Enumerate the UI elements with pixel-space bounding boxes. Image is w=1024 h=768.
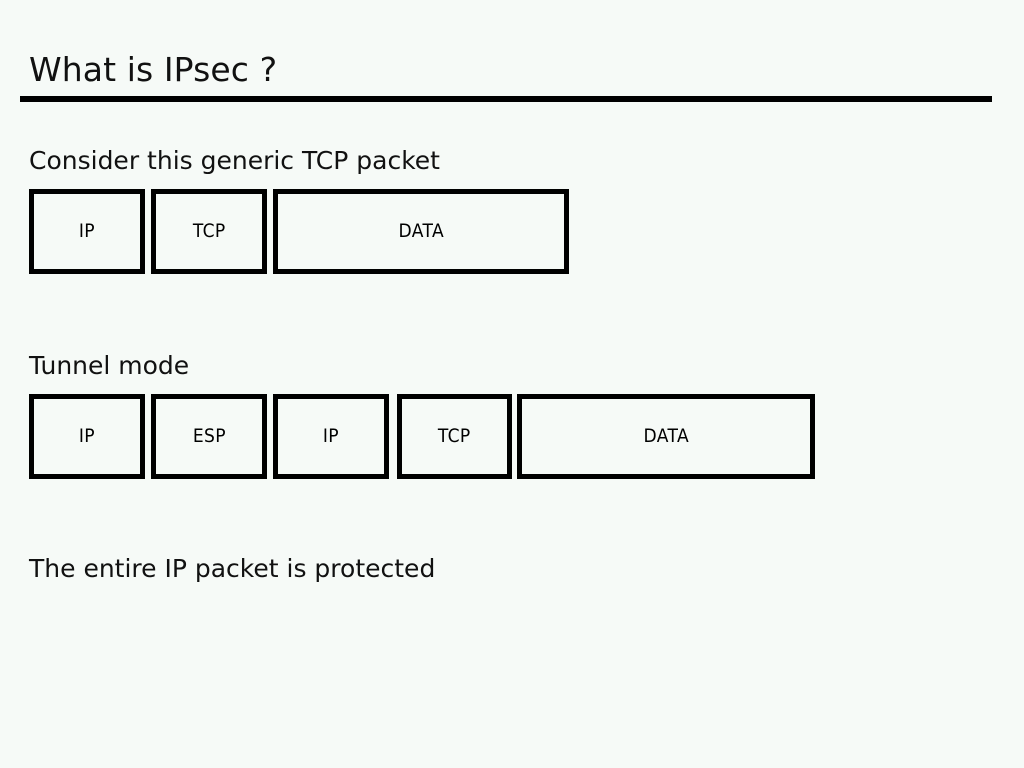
packet-field-label: DATA	[643, 425, 689, 447]
caption-footer-note: The entire IP packet is protected	[29, 554, 436, 583]
packet-field-label: IP	[78, 220, 96, 242]
title-underline-rule	[20, 96, 992, 102]
packet-field-esp: ESP	[151, 394, 267, 479]
packet-diagram-tunnel: IP ESP IP TCP DATA	[29, 394, 815, 479]
packet-field-outer-ip: IP	[29, 394, 145, 479]
packet-field-label: IP	[322, 425, 340, 447]
packet-field-inner-ip: IP	[273, 394, 389, 479]
page-title: What is IPsec ?	[29, 50, 278, 89]
packet-field-ip: IP	[29, 189, 145, 274]
caption-generic-packet: Consider this generic TCP packet	[29, 146, 440, 175]
packet-diagram-generic: IP TCP DATA	[29, 189, 569, 274]
packet-field-label: ESP	[192, 425, 226, 447]
packet-field-label: IP	[78, 425, 96, 447]
caption-tunnel-mode: Tunnel mode	[29, 351, 190, 380]
packet-field-label: TCP	[438, 425, 471, 447]
packet-field-data: DATA	[517, 394, 815, 479]
packet-field-label: DATA	[398, 220, 444, 242]
packet-field-label: TCP	[192, 220, 226, 242]
packet-field-tcp: TCP	[151, 189, 267, 274]
packet-field-data: DATA	[273, 189, 569, 274]
packet-field-tcp: TCP	[397, 394, 512, 479]
